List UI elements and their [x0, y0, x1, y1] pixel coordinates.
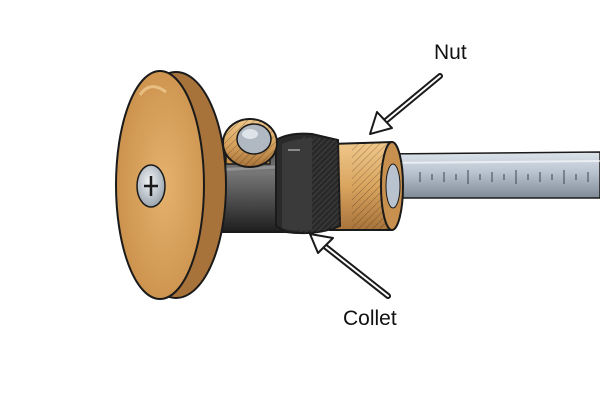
collet-arrow — [309, 233, 391, 299]
brass-fence-disc — [115, 70, 227, 300]
nut-label: Nut — [434, 41, 467, 64]
collet-label: Collet — [343, 307, 397, 330]
steel-beam — [379, 151, 600, 199]
nut-arrow — [369, 73, 443, 135]
brass-nut — [329, 140, 404, 231]
locking-thumbscrew — [222, 118, 278, 168]
phillips-screw-icon — [136, 164, 166, 208]
collet — [275, 132, 342, 235]
beam-graduation-ticks — [419, 170, 589, 184]
